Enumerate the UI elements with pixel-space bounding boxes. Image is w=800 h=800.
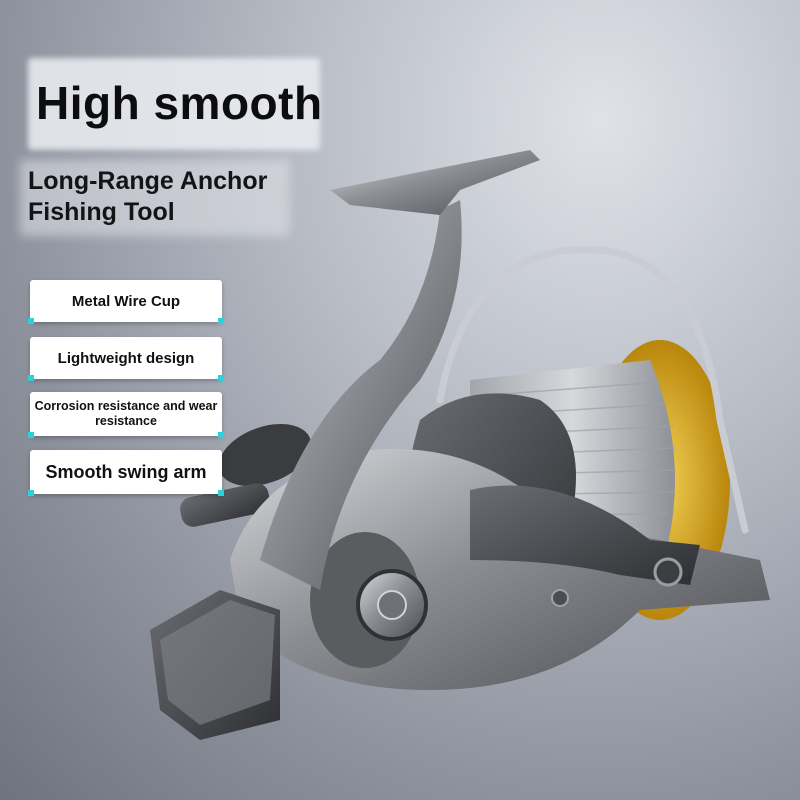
rotor-arm	[470, 485, 700, 585]
handle-knob	[218, 423, 312, 487]
reel-foot	[330, 150, 540, 215]
bail-screw	[653, 557, 683, 587]
feature-badge-metal-wire-cup: Metal Wire Cup	[28, 280, 224, 324]
bail-wire	[436, 245, 749, 534]
handle-shaft	[180, 483, 270, 527]
feature-badge-lightweight: Lightweight design	[28, 337, 224, 381]
headline-backdrop	[28, 58, 320, 150]
feature-badge-swing-arm: Smooth swing arm	[28, 450, 224, 496]
arm-screw	[551, 589, 569, 607]
subtitle-line-1: Long-Range Anchor	[28, 167, 268, 195]
subtitle: Long-Range Anchor Fishing Tool	[28, 166, 267, 228]
subtitle-backdrop	[20, 160, 290, 236]
reel-stem	[260, 200, 462, 590]
feature-badge-corrosion: Corrosion resistance and wear resistance	[28, 392, 224, 438]
headline: High smooth	[36, 77, 323, 129]
subtitle-line-2: Fishing Tool	[28, 198, 175, 226]
